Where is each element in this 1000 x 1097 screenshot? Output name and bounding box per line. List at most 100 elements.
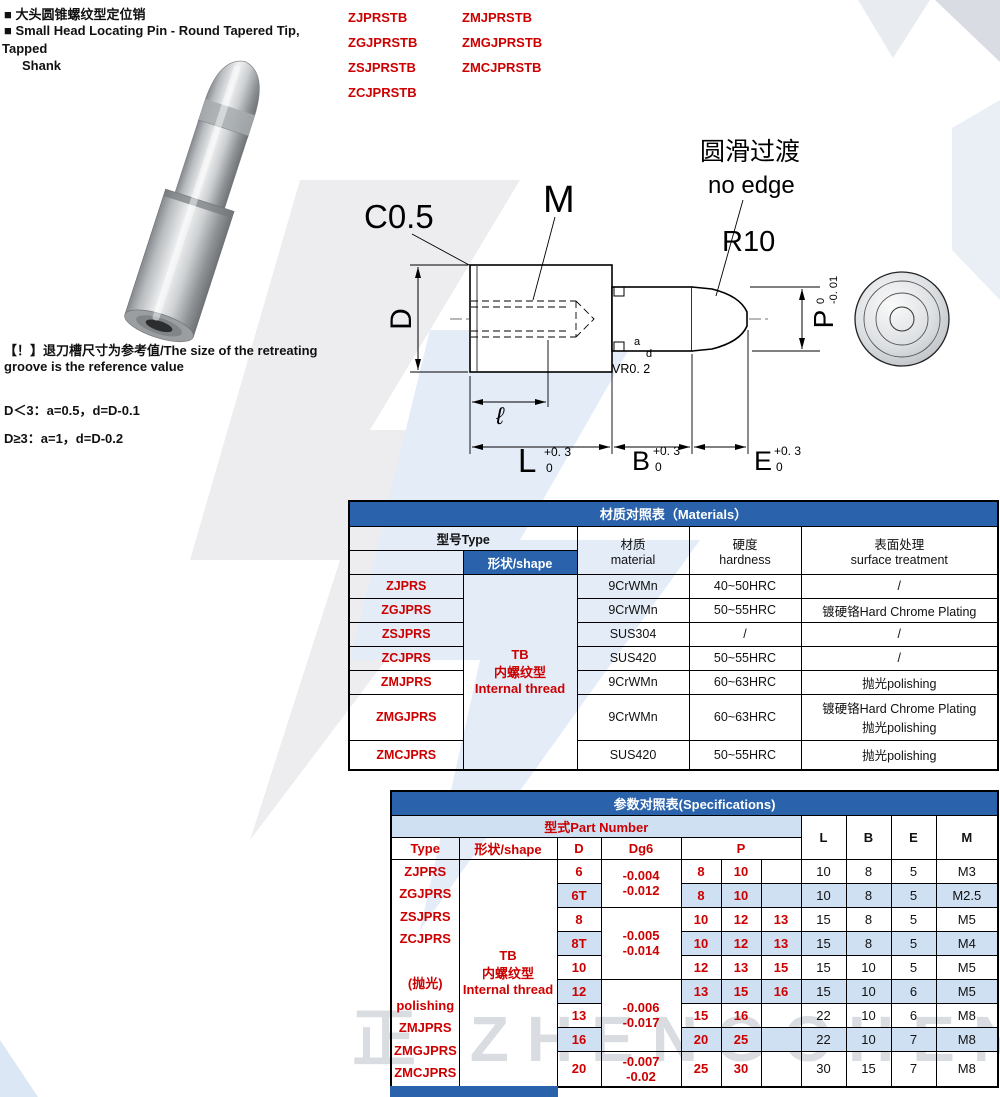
specs-d-cell: 8T xyxy=(556,930,602,956)
materials-surface-cell: 镀硬铬Hard Chrome Plating xyxy=(800,597,999,623)
clipped-note-bar xyxy=(390,1086,558,1097)
specs-b-cell: 8 xyxy=(845,930,892,956)
specs-l-cell: 15 xyxy=(800,930,847,956)
specs-table-title: 参数对照表(Specifications) xyxy=(390,790,999,816)
materials-shape-cell: TB 内螺纹型 Internal thread xyxy=(462,573,578,771)
materials-blank-header-cell xyxy=(348,549,464,575)
materials-type-cell: ZMJPRS xyxy=(348,669,464,695)
specs-e-cell: 6 xyxy=(890,978,937,1004)
dimension-P-tolerance-upper: 0 xyxy=(815,298,827,304)
specs-e-cell: 6 xyxy=(890,1002,937,1028)
materials-col-hardness: 硬度 hardness xyxy=(688,525,802,575)
materials-surface-cell: 抛光polishing xyxy=(800,669,999,695)
materials-surface-cell: / xyxy=(800,573,999,599)
specs-l-cell: 10 xyxy=(800,858,847,884)
retaining-groove xyxy=(613,287,625,351)
specs-p-cell: 13 xyxy=(760,906,802,932)
materials-surface-cell: / xyxy=(800,621,999,647)
materials-col-shape: 形状/shape xyxy=(462,549,578,575)
specs-p-cell: 16 xyxy=(720,1002,762,1028)
specs-b-cell: 15 xyxy=(845,1050,892,1088)
materials-hardness-cell: / xyxy=(688,621,802,647)
materials-material-cell: SUS420 xyxy=(576,739,690,771)
specs-l-cell: 10 xyxy=(800,882,847,908)
materials-material-cell: SUS304 xyxy=(576,621,690,647)
materials-type-cell: ZGJPRS xyxy=(348,597,464,623)
specs-p-cell: 10 xyxy=(680,930,722,956)
pin-ground-band xyxy=(198,99,255,137)
materials-hardness-cell: 60~63HRC xyxy=(688,693,802,741)
smooth-transition-label-en: no edge xyxy=(708,172,795,199)
specs-p-cell: 8 xyxy=(680,882,722,908)
specs-m-cell: M2.5 xyxy=(935,882,999,908)
specs-d-cell: 6 xyxy=(556,858,602,884)
specs-e-cell: 5 xyxy=(890,906,937,932)
model-number-column-1: ZJPRSTB ZGJPRSTB ZSJPRSTB ZCJPRSTB xyxy=(348,5,417,105)
materials-material-cell: SUS420 xyxy=(576,645,690,671)
page-title-cn: ■ 大头圆锥螺纹型定位销 xyxy=(4,7,146,22)
specs-p-cell: 10 xyxy=(720,882,762,908)
specs-l-cell: 15 xyxy=(800,978,847,1004)
tip-radius-label: R10 xyxy=(722,226,775,258)
model-number-column-2: ZMJPRSTB ZMGJPRSTB ZMCJPRSTB xyxy=(462,5,542,80)
specs-col-p: P xyxy=(680,836,802,860)
materials-type-cell: ZCJPRS xyxy=(348,645,464,671)
specs-l-cell: 22 xyxy=(800,1002,847,1028)
specs-d-cell: 20 xyxy=(556,1050,602,1088)
model-number: ZGJPRSTB xyxy=(348,35,418,50)
model-number: ZMJPRSTB xyxy=(462,10,533,25)
specs-p-cell: 25 xyxy=(720,1026,762,1052)
hidden-thread-lines xyxy=(471,300,595,338)
specs-d-cell: 8 xyxy=(556,906,602,932)
specs-p-cell: 13 xyxy=(680,978,722,1004)
specs-b-cell: 10 xyxy=(845,1002,892,1028)
specs-e-cell: 5 xyxy=(890,858,937,884)
materials-type-cell: ZMCJPRS xyxy=(348,739,464,771)
notice-rule1: D＜3：a=0.5，d=D-0.1 xyxy=(4,403,140,418)
specs-d-cell: 10 xyxy=(556,954,602,980)
specs-col-d: D xyxy=(556,836,602,860)
specs-e-cell: 5 xyxy=(890,930,937,956)
materials-surface-cell: 抛光polishing xyxy=(800,739,999,771)
specs-p-cell: 15 xyxy=(720,978,762,1004)
dimension-B-label: B xyxy=(632,446,650,476)
specs-e-cell: 7 xyxy=(890,1026,937,1052)
specs-p-cell: 16 xyxy=(760,978,802,1004)
specs-p-cell: 8 xyxy=(680,858,722,884)
dimension-E-label: E xyxy=(754,446,772,476)
specs-b-cell: 10 xyxy=(845,978,892,1004)
specs-m-cell: M4 xyxy=(935,930,999,956)
end-view xyxy=(854,271,950,367)
specifications-table: 参数对照表(Specifications) 型式Part Number L B … xyxy=(390,790,1000,1088)
specs-p-cell: 15 xyxy=(760,954,802,980)
groove-diameter-label: d xyxy=(646,348,652,360)
pin-shank xyxy=(174,119,249,209)
materials-col-material: 材质 material xyxy=(576,525,690,575)
specs-e-cell: 5 xyxy=(890,954,937,980)
smooth-transition-label-cn: 圆滑过渡 xyxy=(700,138,800,166)
model-number: ZMGJPRSTB xyxy=(462,35,543,50)
specs-dg6-cell: -0.005 -0.014 xyxy=(600,906,682,980)
page-title-en: ■ Small Head Locating Pin - Round Tapere… xyxy=(4,23,300,38)
materials-table: 材质对照表（Materials） 型号Type 材质 material 硬度 h… xyxy=(348,500,1000,771)
specs-p-cell xyxy=(760,882,802,908)
materials-hardness-cell: 60~63HRC xyxy=(688,669,802,695)
dimension-D-label: D xyxy=(385,308,418,330)
technical-drawing: C0.5 M 圆滑过渡 no edge R10 D P 0 -0. 01 xyxy=(364,138,950,479)
specs-b-cell: 10 xyxy=(845,1026,892,1052)
specs-p-cell xyxy=(760,1002,802,1028)
dimension-P-label: P xyxy=(808,310,839,329)
specs-col-type: Type xyxy=(390,836,460,860)
specs-m-cell: M8 xyxy=(935,1026,999,1052)
dimension-E-tol-lower: 0 xyxy=(776,460,783,474)
thread-depth-label: ℓ xyxy=(495,403,505,430)
dimension-L-label: L xyxy=(518,442,536,479)
model-number: ZMCJPRSTB xyxy=(462,60,542,75)
dimension-LBE: L +0. 3 0 B +0. 3 0 E +0. 3 0 xyxy=(469,330,801,479)
specs-b-cell: 8 xyxy=(845,858,892,884)
specs-d-cell: 13 xyxy=(556,1002,602,1028)
materials-hardness-cell: 50~55HRC xyxy=(688,597,802,623)
specs-p-cell: 10 xyxy=(680,906,722,932)
specs-l-cell: 15 xyxy=(800,906,847,932)
